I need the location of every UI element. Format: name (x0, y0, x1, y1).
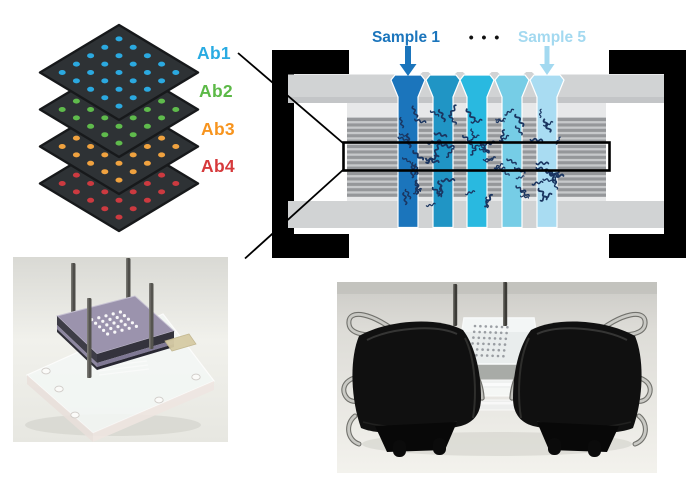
sample-1-label: Sample 1 (372, 29, 440, 46)
antibody-slide-Ab1 (38, 23, 200, 122)
ab3-label: Ab3 (201, 119, 235, 139)
front-pins (87, 283, 154, 378)
zoom-region-outline (342, 141, 611, 172)
sample-channels (390, 74, 565, 229)
samples-ellipsis: • • • (469, 29, 501, 45)
chip-base-right (97, 344, 174, 370)
sample-1-arrow-icon (399, 46, 417, 76)
alignment-pins (453, 282, 508, 326)
chip-layer-right (97, 340, 174, 367)
zoom-connector-top (237, 52, 345, 145)
antibody-slides (38, 23, 200, 233)
ab1-label: Ab1 (197, 43, 231, 63)
alignment-holes (41, 323, 201, 419)
chip-edge-right (97, 331, 174, 363)
right-clamp (609, 50, 686, 258)
ab4-label: Ab4 (201, 156, 235, 176)
chip-spot-array (90, 310, 138, 336)
antibody-stack-panel: Ab1 Ab2 Ab3 Ab4 (38, 23, 235, 233)
sample-5-arrow-icon (539, 46, 555, 75)
chip-sheen (462, 318, 536, 332)
zoom-connector-bottom (244, 168, 345, 260)
spacer-tab (164, 333, 197, 352)
acrylic-glint (407, 383, 587, 386)
photo-back-band (337, 282, 657, 294)
acrylic-glint (407, 402, 587, 405)
acrylic-edge-right (93, 381, 214, 442)
pin-jig-photo (13, 257, 228, 442)
acrylic-edge-left (27, 375, 93, 442)
flow-schematic-panel: Sample 1 • • • Sample 5 (237, 29, 686, 260)
clip-device-photo (337, 282, 657, 473)
sample-5-label: Sample 5 (518, 29, 586, 46)
ab2-label: Ab2 (199, 81, 233, 101)
